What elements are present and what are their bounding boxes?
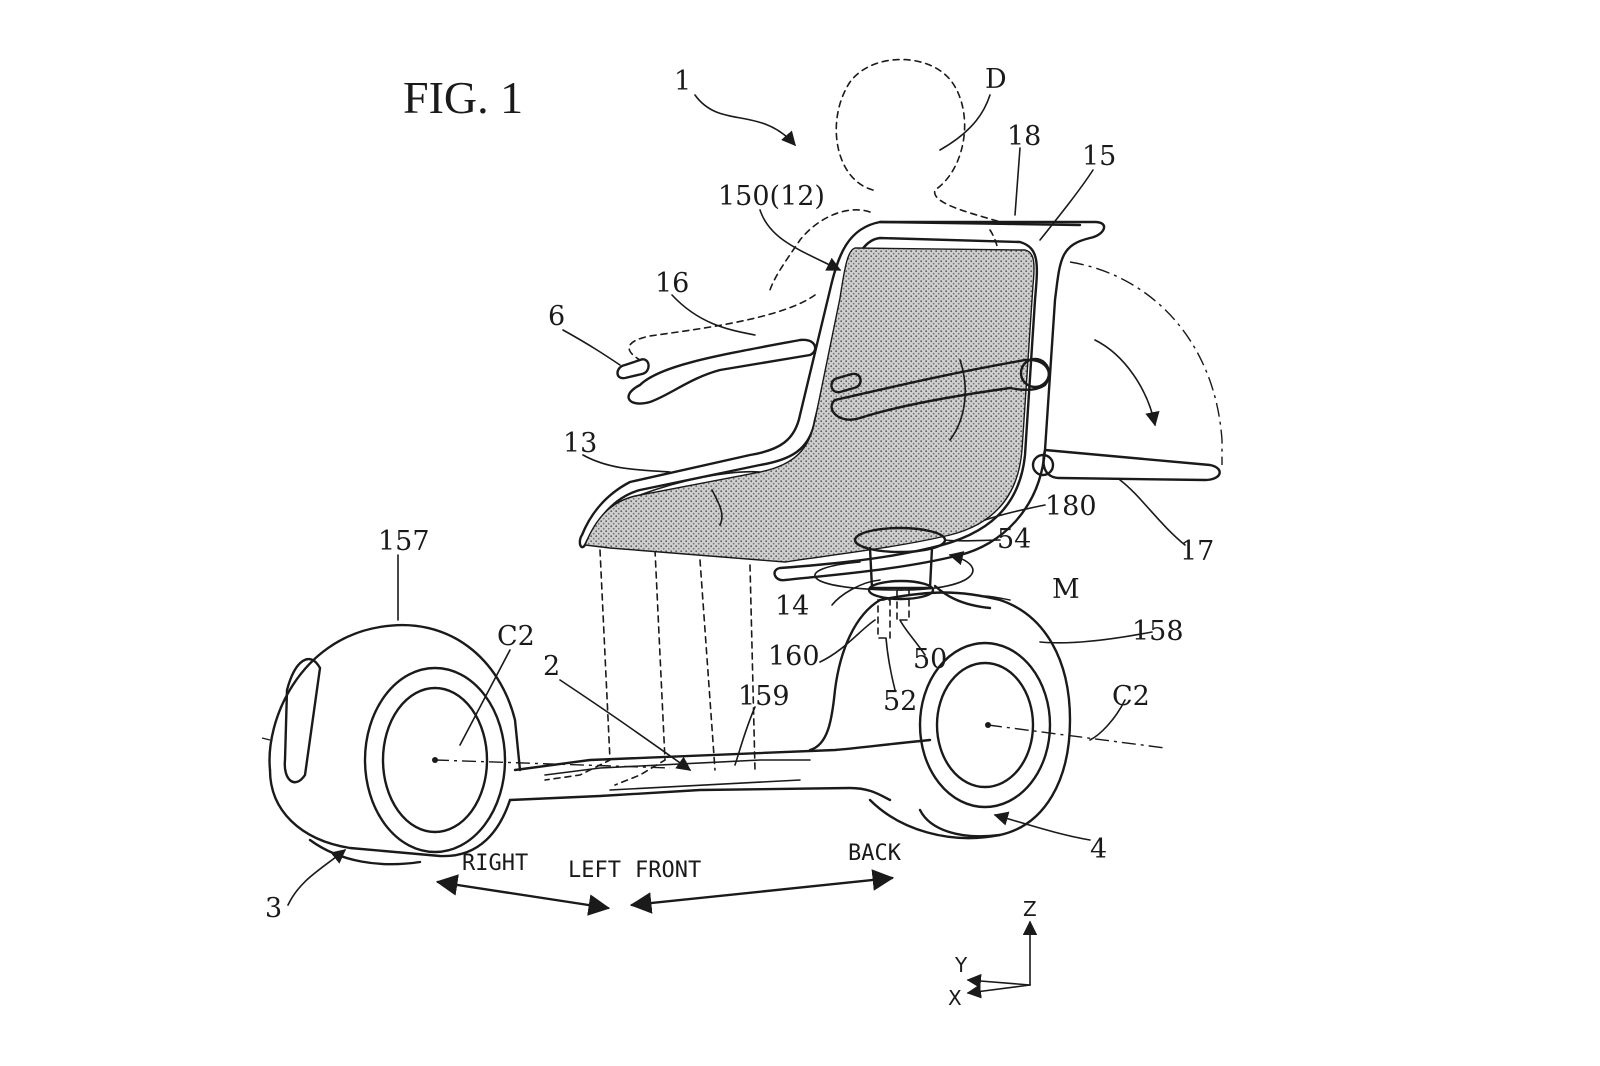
label-floor: 2 bbox=[543, 651, 560, 682]
armrests bbox=[616, 338, 1051, 421]
joystick-right bbox=[830, 372, 862, 394]
direction-front: FRONT bbox=[635, 858, 701, 883]
label-front-hood: 157 bbox=[378, 526, 430, 557]
label-support-column: 14 bbox=[775, 591, 809, 622]
label-footboard: 159 bbox=[738, 681, 790, 712]
figure-title: FIG. 1 bbox=[403, 72, 523, 123]
label-stem: 160 bbox=[768, 641, 820, 672]
axis-lines bbox=[261, 722, 1166, 769]
backrest-mesh bbox=[584, 247, 1035, 563]
label-backrest: 15 bbox=[1082, 141, 1116, 172]
label-armrest: 16 bbox=[655, 268, 689, 299]
label-sensor-c: 54 bbox=[997, 524, 1031, 555]
direction-left: LEFT bbox=[568, 858, 621, 883]
label-seat-cushion: 13 bbox=[563, 428, 597, 459]
seat-assembly bbox=[578, 220, 1106, 582]
label-seat-member: 150(12) bbox=[718, 181, 825, 212]
coordinate-axes: Z Y X bbox=[948, 897, 1038, 1010]
label-seat-frame: 18 bbox=[1007, 121, 1041, 152]
seat-crease bbox=[639, 470, 761, 496]
rear-hood bbox=[878, 591, 1072, 838]
chassis bbox=[268, 584, 1072, 866]
label-vehicle: 1 bbox=[674, 66, 691, 97]
joystick-left bbox=[616, 358, 650, 380]
rear-plate bbox=[1031, 261, 1223, 482]
front-hood bbox=[268, 623, 522, 772]
leader-lines bbox=[287, 94, 1186, 906]
label-rear-hood: 158 bbox=[1132, 616, 1184, 647]
label-rider: D bbox=[985, 64, 1007, 95]
direction-indicators: RIGHT LEFT FRONT BACK bbox=[435, 841, 902, 916]
label-rotary-motor: M bbox=[1052, 574, 1080, 605]
label-rear-wheel-unit: 4 bbox=[1090, 834, 1107, 865]
label-front-axis: C2 bbox=[1112, 681, 1150, 712]
reference-labels: 1 D 18 15 150(12) 16 6 13 157 C2 2 159 1… bbox=[265, 64, 1214, 924]
axis-y: Y bbox=[954, 953, 968, 977]
front-back-arrow bbox=[629, 869, 895, 914]
label-rear-axis: C2 bbox=[497, 621, 535, 652]
direction-back: BACK bbox=[848, 841, 902, 866]
axis-x: X bbox=[948, 986, 962, 1010]
right-left-arrow bbox=[435, 874, 611, 916]
label-sensor-a: 50 bbox=[913, 644, 947, 675]
seat-top-bar bbox=[878, 220, 1082, 227]
label-hinge: 180 bbox=[1045, 491, 1097, 522]
column bbox=[814, 526, 974, 639]
label-joystick: 6 bbox=[548, 301, 565, 332]
label-front-wheel-unit: 3 bbox=[265, 893, 282, 924]
floor-platform bbox=[513, 738, 932, 772]
axis-z: Z bbox=[1023, 897, 1037, 921]
label-sensor-b: 52 bbox=[883, 686, 917, 717]
label-rear-plate: 17 bbox=[1180, 536, 1214, 567]
seat-frame-outline bbox=[578, 220, 1106, 582]
direction-right: RIGHT bbox=[462, 851, 528, 876]
